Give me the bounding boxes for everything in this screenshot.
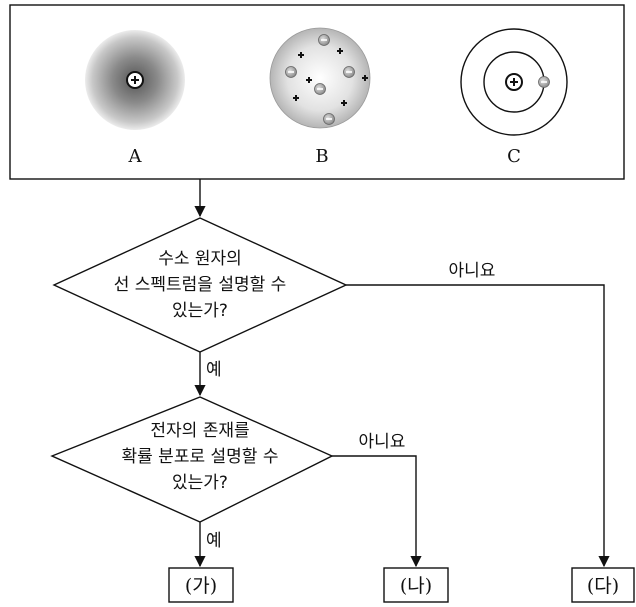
result-na: (나) [400, 575, 432, 597]
model-b: B [269, 27, 371, 167]
q2-line-2: 확률 분포로 설명할 수 [122, 447, 279, 467]
q2-line-3: 있는가? [172, 473, 228, 493]
model-a-label: A [128, 146, 143, 167]
electron-icon [538, 76, 550, 88]
q1-line-1: 수소 원자의 [158, 249, 242, 269]
outer-orbit [460, 28, 568, 136]
arrow-q2-no [332, 455, 422, 568]
plus-sign-icon [131, 76, 139, 84]
model-b-label: B [315, 146, 328, 167]
result-box-da [571, 567, 635, 603]
result-box-ga [168, 567, 234, 603]
q2-yes-label: 예 [206, 531, 222, 551]
result-box-na [383, 567, 449, 603]
result-da: (다) [587, 575, 619, 597]
plus-sign-icon [510, 78, 518, 86]
q1-no-label: 아니요 [449, 261, 496, 281]
q2-no-label: 아니요 [359, 432, 406, 452]
q1-line-2: 선 스펙트럼을 설명할 수 [114, 275, 287, 295]
q1-yes-label: 예 [206, 360, 222, 380]
result-ga: (가) [185, 575, 217, 597]
electron-icons [285, 34, 355, 125]
arrow-q1-no [346, 284, 610, 568]
model-c-label: C [507, 146, 521, 167]
q1-line-3: 있는가? [172, 301, 228, 321]
model-a: A [85, 30, 185, 167]
positive-charge-icons [293, 48, 368, 106]
model-c: C [460, 28, 568, 167]
q2-line-1: 전자의 존재를 [150, 421, 249, 441]
